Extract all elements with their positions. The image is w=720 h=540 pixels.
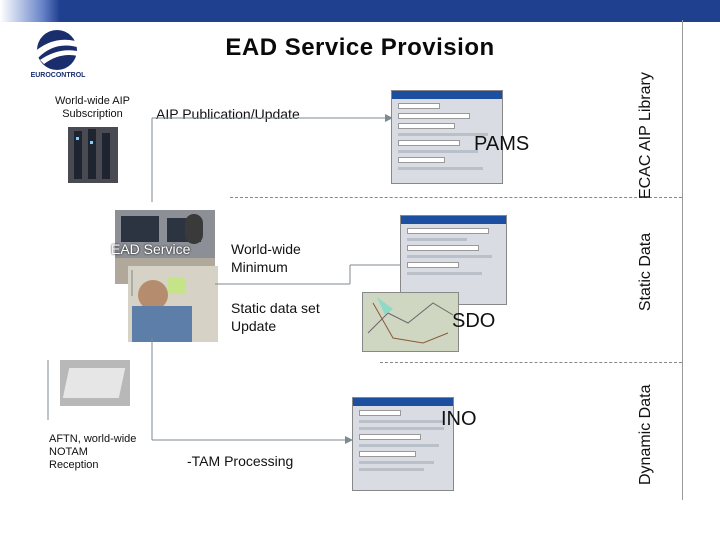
ecac-aip-library-label: ECAC AIP Library xyxy=(637,72,654,199)
right-divider xyxy=(682,20,683,500)
pams-label: PAMS xyxy=(474,133,530,155)
aip-publication-update-label: AIP Publication/Update xyxy=(156,106,300,122)
tam-processing-label: -TAM Processing xyxy=(187,453,294,469)
operator-photo xyxy=(128,266,218,342)
ino-label: INO xyxy=(441,408,477,430)
static-data-label: Static Data xyxy=(637,232,654,312)
sdo-map-screenshot xyxy=(362,292,459,352)
static-data-set-update-label: Static data set Update xyxy=(231,300,320,334)
pams-screenshot xyxy=(391,90,503,184)
eurocontrol-logo-icon xyxy=(32,30,84,70)
separator-static xyxy=(380,362,682,363)
world-wide-minimum-label: World-wide Minimum xyxy=(231,241,301,275)
server-rack-photo xyxy=(68,127,118,183)
aftn-notam-reception-label: AFTN, world-wide NOTAM Reception xyxy=(49,433,137,471)
dynamic-data-label: Dynamic Data xyxy=(637,384,654,485)
logo-text: EUROCONTROL xyxy=(30,72,86,79)
header-bar xyxy=(0,0,720,22)
page-title: EAD Service Provision xyxy=(225,34,495,61)
header-bar-highlight xyxy=(0,0,60,22)
ino-screenshot xyxy=(352,397,454,491)
world-wide-aip-subscription-label: World-wide AIP Subscription xyxy=(55,95,130,120)
ead-service-label: EAD Service xyxy=(111,241,191,257)
printer-photo xyxy=(60,360,130,406)
separator-aip xyxy=(230,197,682,198)
sdo-label: SDO xyxy=(452,310,496,332)
sdo-screenshot xyxy=(400,215,507,305)
